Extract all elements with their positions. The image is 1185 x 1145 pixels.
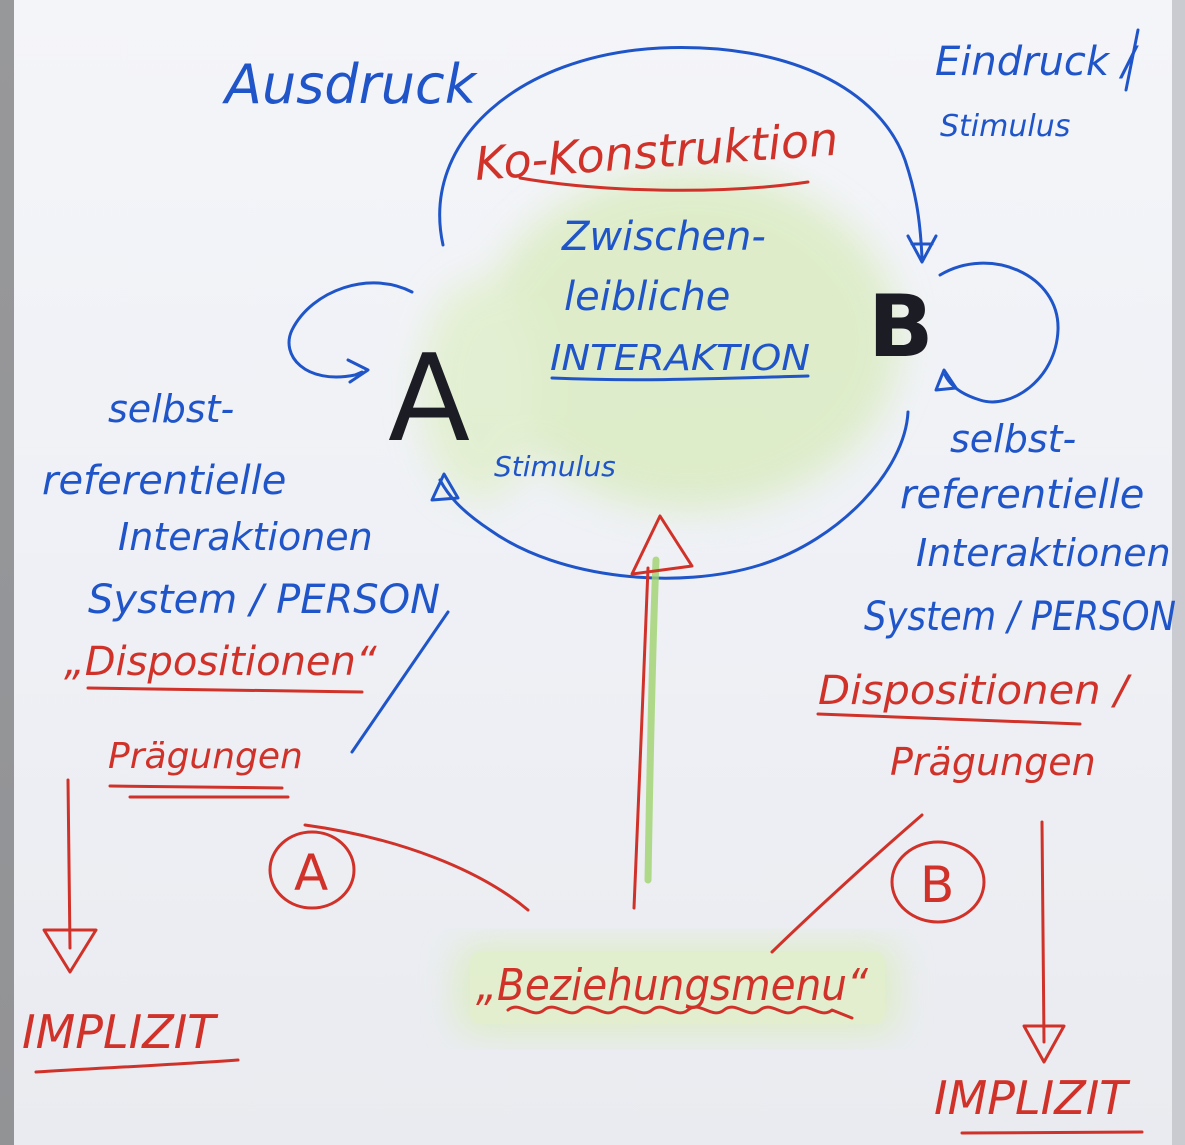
interaktion-underline: [550, 374, 810, 382]
circle-a: [268, 830, 356, 910]
left-interaktionen-label: Interaktionen: [118, 515, 373, 559]
upper-arc-arrowhead: [906, 234, 938, 264]
ausdruck-label: Ausdruck: [222, 53, 479, 116]
self-loop-b: [938, 261, 1060, 404]
left-implicit-arrowhead: [42, 928, 98, 974]
eindruck-slash: [1124, 28, 1140, 92]
paper-left-edge: [0, 0, 14, 1145]
lower-arc-arrow: [438, 410, 910, 580]
left-system-person-label: System / PERSON: [88, 577, 440, 623]
upper-arc-arrow: [438, 45, 924, 260]
self-loop-a-head: [346, 358, 370, 384]
node-b: B: [868, 277, 934, 377]
left-selbst-label: selbst-: [108, 387, 234, 431]
right-implicit-arrow: [1040, 820, 1046, 1044]
right-implicit-arrowhead: [1022, 1024, 1066, 1064]
central-arrow-green: [644, 556, 660, 884]
node-a: A: [388, 330, 470, 469]
left-to-menu-line: [303, 823, 530, 912]
praegungen-left-underline: [108, 784, 284, 790]
left-praegungen-label: Prägungen: [108, 736, 303, 777]
implizit-right-underline: [960, 1130, 1144, 1135]
ko-konstruktion-underline: [518, 176, 810, 192]
right-dispositionen-label: Dispositionen /: [818, 668, 1133, 714]
central-arrow-shaft: [632, 566, 650, 910]
stimulus-inner-label: Stimulus: [494, 450, 616, 483]
dispositionen-right-underline: [816, 712, 1082, 726]
left-referentielle-label: referentielle: [42, 458, 286, 504]
central-arrowhead: [630, 514, 694, 576]
eindruck-stimulus-label: Stimulus: [940, 109, 1070, 144]
left-circle-label: A: [294, 844, 328, 902]
self-loop-a: [287, 281, 414, 379]
left-slash: [350, 610, 450, 754]
eindruck-label: Eindruck /: [935, 39, 1140, 85]
right-to-menu-line: [770, 813, 924, 954]
green-highlight: [420, 170, 900, 510]
right-interaktionen-label: Interaktionen: [916, 531, 1171, 575]
left-implizit-label: IMPLIZIT: [22, 1005, 219, 1059]
right-selbst-label: selbst-: [950, 417, 1076, 461]
lower-arc-arrowhead-a: [430, 472, 460, 502]
interaktion-label: INTERAKTION: [550, 338, 810, 379]
self-loop-b-head: [934, 368, 958, 392]
implizit-left-underline: [34, 1058, 240, 1074]
right-praegungen-label: Prägungen: [890, 740, 1096, 784]
left-dispositionen-label: „Dispositionen“: [64, 639, 377, 685]
beziehungsmenu-wavy-underline: [506, 1005, 854, 1020]
right-circle-label: B: [920, 856, 954, 914]
circle-b: [890, 840, 986, 924]
leibliche-label: leibliche: [564, 274, 730, 320]
right-implizit-label: IMPLIZIT: [934, 1071, 1131, 1125]
right-system-person-label: System / PERSON: [864, 594, 1176, 640]
left-implicit-arrow: [66, 778, 72, 950]
beziehungsmenu-label: „Beziehungsmenu“: [476, 960, 868, 1011]
paper-right-edge: [1172, 0, 1185, 1145]
zwischen-label: Zwischen-: [561, 214, 766, 260]
dispositionen-left-underline: [86, 686, 364, 694]
right-referentielle-label: referentielle: [900, 472, 1144, 518]
